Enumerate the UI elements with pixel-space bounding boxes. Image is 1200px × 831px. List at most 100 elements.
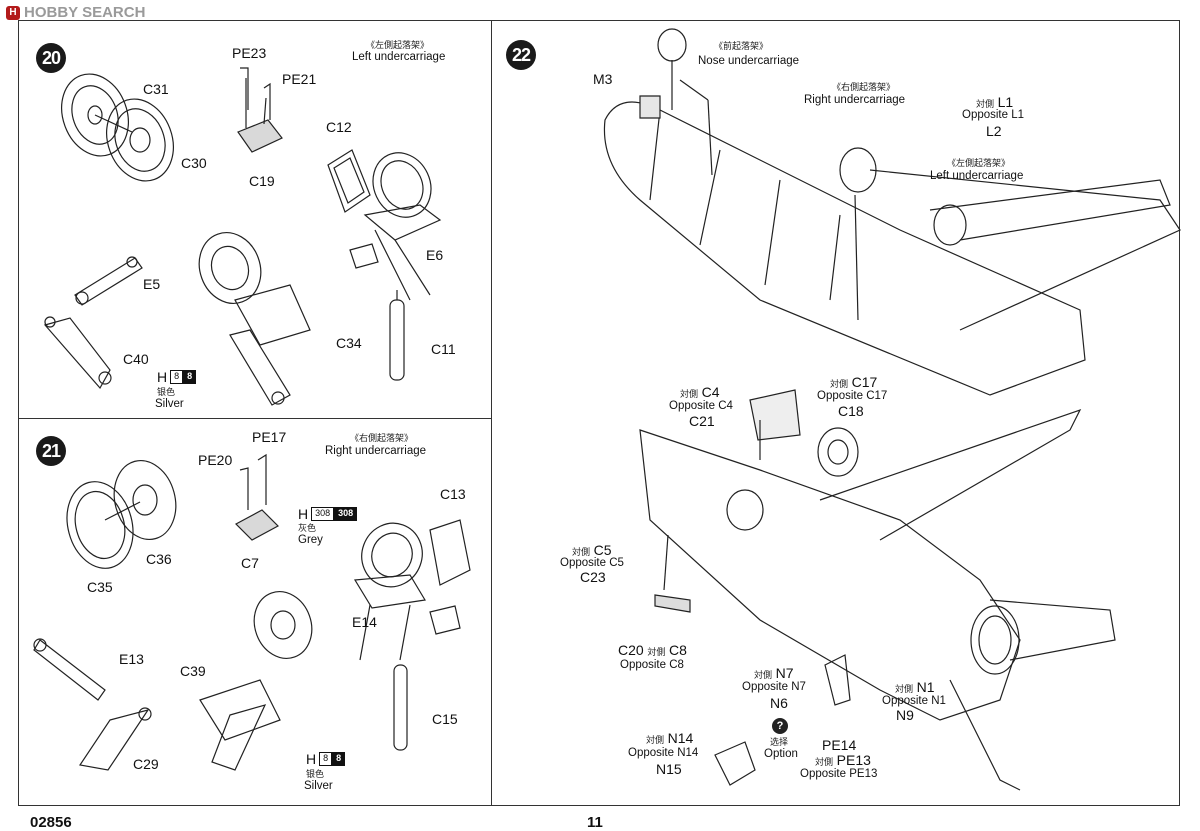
paint-prefix: H	[298, 506, 309, 522]
part-c19: C19	[249, 173, 275, 189]
part-c4-group: 対側 C4	[680, 385, 720, 400]
left-panel-frame	[18, 20, 492, 806]
part-l1: L1	[997, 94, 1014, 110]
step-20-title-en: Left undercarriage	[352, 51, 446, 63]
paint-grey-en: Grey	[298, 534, 323, 546]
part-opposite-n7: Opposite N7	[742, 681, 806, 693]
part-n9: N9	[896, 707, 914, 723]
main-gear-step21-drawing	[353, 515, 470, 750]
wheel-c30-drawing	[96, 90, 185, 191]
part-e13: E13	[119, 651, 144, 667]
gear-leg-c39-drawing	[200, 583, 321, 770]
opposite-cn: 対側	[680, 389, 699, 399]
part-c4: C4	[701, 384, 720, 400]
step-20-title-cn: 《左側起落架》	[366, 40, 430, 50]
step-22-badge: 22	[506, 40, 536, 70]
right-undercarriage-cn: 《右側起落架》	[832, 82, 896, 92]
gear-leg-c34-drawing	[189, 224, 310, 405]
paint-prefix: H	[157, 369, 168, 385]
main-gear-step20-drawing	[328, 143, 441, 380]
part-n14: N14	[667, 730, 694, 746]
opposite-cn: 対側	[895, 684, 914, 694]
option-en: Option	[764, 748, 798, 760]
part-pe13: PE13	[836, 752, 871, 768]
step-divider	[18, 418, 492, 419]
wheels-c35-c36-drawing	[58, 454, 185, 576]
part-c18: C18	[838, 403, 864, 419]
left-undercarriage-en: Left undercarriage	[930, 170, 1024, 182]
opposite-cn: 対側	[646, 735, 665, 745]
step-21-badge: 21	[36, 436, 66, 466]
hobby-search-logo-icon: H	[6, 5, 20, 20]
fuselage-upper-drawing	[604, 29, 1180, 395]
part-opposite-c5: Opposite C5	[560, 557, 624, 569]
part-opposite-n1: Opposite N1	[882, 695, 946, 707]
part-c31: C31	[143, 81, 169, 97]
part-c17: C17	[851, 374, 878, 390]
paint-silver-en-step21: Silver	[304, 780, 333, 792]
right-undercarriage-en: Right undercarriage	[804, 94, 906, 106]
part-c23: C23	[580, 569, 606, 585]
part-m3: M3	[593, 71, 613, 87]
part-n15: N15	[656, 761, 682, 777]
left-undercarriage-cn: 《左側起落架》	[947, 158, 1011, 168]
part-c17-group: 対側 C17	[830, 375, 877, 390]
part-pe20: PE20	[198, 452, 233, 468]
opposite-cn: 対側	[647, 647, 666, 657]
step-20-number: 20	[41, 47, 61, 68]
paint-code-dark: 8	[332, 752, 346, 766]
step-21-title-cn: 《右側起落架》	[350, 433, 414, 443]
opposite-cn: 対側	[815, 757, 834, 767]
part-opposite-c4: Opposite C4	[669, 400, 733, 412]
part-c36: C36	[146, 551, 172, 567]
paint-grey-cn: 灰色	[298, 523, 317, 533]
page-number: 11	[587, 814, 603, 831]
paint-code: 8	[319, 752, 333, 766]
part-pe14: PE14	[822, 737, 857, 753]
part-opposite-l1: Opposite L1	[962, 109, 1025, 121]
part-e14: E14	[352, 614, 377, 630]
part-pe21: PE21	[282, 71, 317, 87]
watermark-text: HOBBY SEARCH	[24, 4, 146, 21]
option-cn: 选择	[770, 737, 789, 747]
part-c40: C40	[123, 351, 149, 367]
pe-parts-step20-drawing	[238, 68, 282, 152]
part-pe23: PE23	[232, 45, 267, 61]
pe-parts-step21-drawing	[236, 455, 278, 540]
part-c13: C13	[440, 486, 466, 502]
part-c20: C20	[618, 642, 644, 658]
part-opposite-c17: Opposite C17	[817, 390, 888, 402]
part-opposite-pe13: Opposite PE13	[800, 768, 878, 780]
option-question-icon: ?	[772, 718, 788, 734]
paint-code: 308	[311, 507, 335, 521]
wheel-c31-drawing	[51, 65, 140, 166]
paint-code: 8	[170, 370, 184, 384]
opposite-cn: 対側	[830, 379, 849, 389]
opposite-cn: 対側	[572, 547, 591, 557]
part-c12: C12	[326, 119, 352, 135]
part-c39: C39	[180, 663, 206, 679]
strut-e13-drawing	[34, 639, 151, 770]
part-e6: E6	[426, 247, 444, 263]
part-c5: C5	[593, 542, 612, 558]
part-pe13-group: 対側 PE13	[815, 753, 871, 768]
paint-code-dark: 8	[183, 370, 197, 384]
product-code: 02856	[30, 814, 72, 831]
part-c21: C21	[689, 413, 715, 429]
part-l1-group: 対側 L1	[976, 95, 1013, 110]
paint-silver-cn-step21: 银色	[306, 769, 325, 779]
part-pe17: PE17	[252, 429, 287, 445]
part-c5-group: 対側 C5	[572, 543, 612, 558]
part-n7-group: 対側 N7	[754, 666, 794, 681]
paint-silver-en-step20: Silver	[155, 398, 184, 410]
opposite-cn: 対側	[754, 670, 773, 680]
paint-silver-cn-step20: 银色	[157, 387, 176, 397]
paint-code-dark: 308	[334, 507, 358, 521]
part-l2: L2	[986, 123, 1002, 139]
part-c11: C11	[431, 341, 456, 357]
